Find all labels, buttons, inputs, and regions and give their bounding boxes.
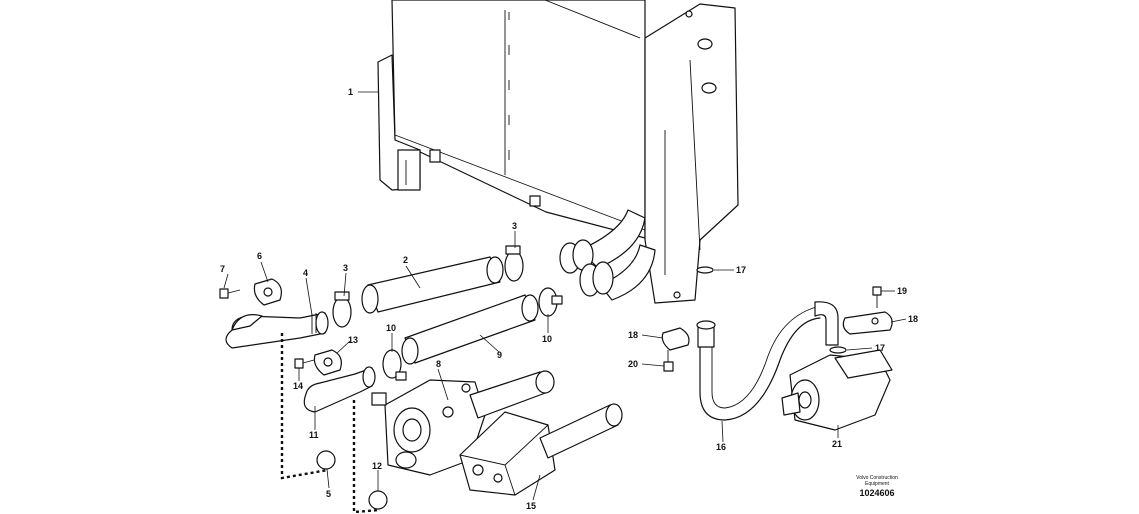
- screw-20: [663, 350, 674, 372]
- callout-15: 15: [526, 501, 536, 511]
- o-ring-17-lower: [829, 346, 847, 354]
- callout-21: 21: [832, 439, 842, 449]
- callout-8: 8: [436, 359, 441, 369]
- hose-clamp-3-right: [504, 245, 524, 282]
- callout-1: 1: [348, 87, 353, 97]
- valve-block-15: [459, 403, 623, 496]
- callout-20: 20: [628, 359, 638, 369]
- callout-14: 14: [293, 381, 303, 391]
- callout-2: 2: [403, 255, 408, 265]
- callout-4: 4: [303, 268, 308, 278]
- callout-10-left: 10: [386, 323, 396, 333]
- callout-3-right: 3: [512, 221, 517, 231]
- callout-18-left: 18: [628, 330, 638, 340]
- callout-labels: 1 2 3 3 4 5 6 7 8 9 10 10 11 12 13 14 15…: [220, 87, 918, 511]
- elbow-pipe-4: [225, 311, 329, 349]
- hose-2: [361, 256, 504, 314]
- hose-16: [696, 301, 839, 421]
- callout-12: 12: [372, 461, 382, 471]
- callout-13: 13: [348, 335, 358, 345]
- callout-11: 11: [309, 430, 319, 440]
- o-ring-17-upper: [696, 266, 714, 274]
- callout-10-right: 10: [542, 334, 552, 344]
- hydraulic-tank: [377, 0, 739, 304]
- screw-19: [872, 286, 882, 308]
- brand-line-2: Equipment: [865, 481, 890, 487]
- document-number: 1024606: [859, 488, 894, 498]
- callout-5: 5: [326, 489, 331, 499]
- flange-half-18-right: [842, 311, 893, 335]
- screw-7: [219, 288, 241, 299]
- pipe-11: [303, 366, 376, 413]
- flange-half-6: [253, 278, 282, 306]
- callout-7: 7: [220, 264, 225, 274]
- callout-9: 9: [497, 350, 502, 360]
- screw-14: [294, 358, 315, 369]
- callout-3-left: 3: [343, 263, 348, 273]
- brand-line-1: Volvo Construction: [856, 475, 898, 481]
- flange-half-18-left: [661, 327, 690, 351]
- callout-6: 6: [257, 251, 262, 261]
- leader-lines: [223, 91, 907, 501]
- tank-outlet-lower: [579, 244, 656, 301]
- callout-16: 16: [716, 442, 726, 452]
- hose-clamp-10-right: [538, 287, 563, 317]
- hose-9: [401, 294, 539, 365]
- assembly-line-b: [352, 400, 381, 514]
- o-ring-5: [316, 450, 336, 470]
- callout-18-right: 18: [908, 314, 918, 324]
- o-ring-12: [368, 490, 388, 510]
- flange-half-13: [313, 349, 342, 376]
- assembly-line-a: [280, 333, 329, 480]
- callout-17-lower: 17: [875, 343, 885, 353]
- tank-outlet-upper: [559, 209, 646, 274]
- hydraulic-pump-21: [781, 349, 893, 431]
- callout-17-upper: 17: [736, 265, 746, 275]
- hose-clamp-3-left: [332, 291, 352, 328]
- document-footer: Volvo Construction Equipment 1024606: [856, 475, 898, 498]
- callout-19: 19: [897, 286, 907, 296]
